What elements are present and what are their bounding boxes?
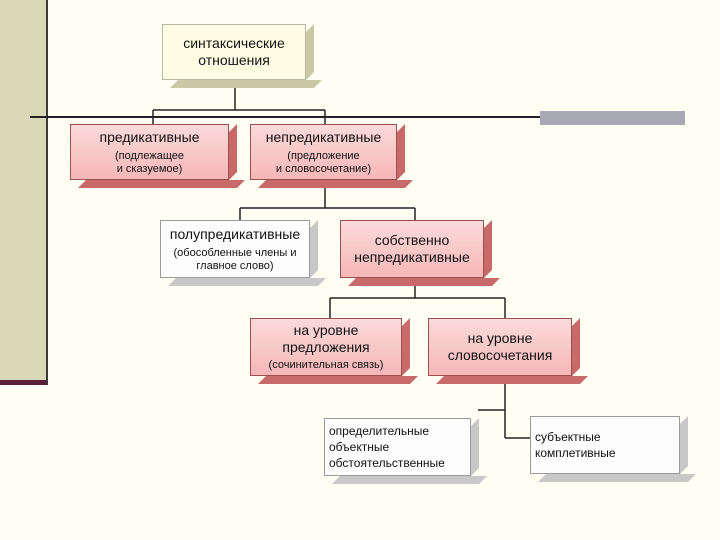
connector-nonpred-level2 bbox=[239, 188, 416, 220]
predicative-node: предикативные (подлежащее и сказуемое) bbox=[70, 124, 245, 188]
nonpredicative-sub1: (предложение bbox=[287, 149, 360, 162]
nonpredicative-node: непредикативные (предложение и словосоче… bbox=[250, 124, 413, 188]
semipredicative-sub1: (обособленные члены и bbox=[173, 246, 297, 259]
phrase-level-line2: словосочетания bbox=[447, 347, 553, 363]
nonpredicative-sub2: и словосочетание) bbox=[275, 162, 372, 175]
phrase-type-item: комплетивные bbox=[535, 446, 616, 460]
root-line2: отношения bbox=[198, 52, 270, 68]
horizontal-rule bbox=[30, 116, 685, 118]
predicative-label: предикативные bbox=[99, 128, 200, 145]
left-decor-band bbox=[0, 0, 46, 384]
predicative-sub2: и сказуемое) bbox=[116, 162, 183, 175]
root-node: синтаксические отношения bbox=[162, 24, 322, 88]
phrase-type-item: объектные bbox=[329, 440, 390, 454]
proper-nonpredicative-line2: непредикативные bbox=[354, 249, 470, 265]
left-accent-bar bbox=[0, 380, 48, 385]
phrase-type-item: определительные bbox=[329, 424, 430, 438]
root-line1: синтаксические bbox=[183, 35, 285, 51]
phrase-type-item: обстоятельственные bbox=[329, 456, 445, 470]
phrase-level-node: на уровне словосочетания bbox=[428, 318, 588, 384]
connector-phrase-level4 bbox=[478, 380, 530, 439]
proper-nonpredicative-node: собственно непредикативные bbox=[340, 220, 500, 286]
sentence-level-line2: предложения bbox=[282, 339, 370, 355]
phrase-types-a-node: определительные объектные обстоятельстве… bbox=[324, 418, 487, 484]
vertical-divider bbox=[46, 0, 48, 384]
semipredicative-label: полупредикативные bbox=[169, 225, 301, 242]
connector-proper-level3 bbox=[329, 278, 506, 318]
sentence-level-sub: (сочинительная связь) bbox=[268, 359, 384, 371]
nonpredicative-label: непредикативные bbox=[265, 128, 382, 145]
phrase-type-item: субъектные bbox=[535, 430, 601, 444]
sentence-level-node: на уровне предложения (сочинительная свя… bbox=[250, 318, 418, 384]
right-decor-block bbox=[540, 111, 685, 125]
semipredicative-node: полупредикативные (обособленные члены и … bbox=[160, 220, 326, 286]
phrase-types-b-node: субъектные комплетивные bbox=[530, 416, 696, 482]
predicative-sub1: (подлежащее bbox=[115, 149, 184, 162]
connector-root-level1 bbox=[152, 88, 326, 125]
phrase-level-line1: на уровне bbox=[467, 330, 533, 346]
sentence-level-line1: на уровне bbox=[293, 322, 359, 338]
proper-nonpredicative-line1: собственно bbox=[374, 232, 450, 248]
semipredicative-sub2: главное слово) bbox=[196, 259, 274, 272]
